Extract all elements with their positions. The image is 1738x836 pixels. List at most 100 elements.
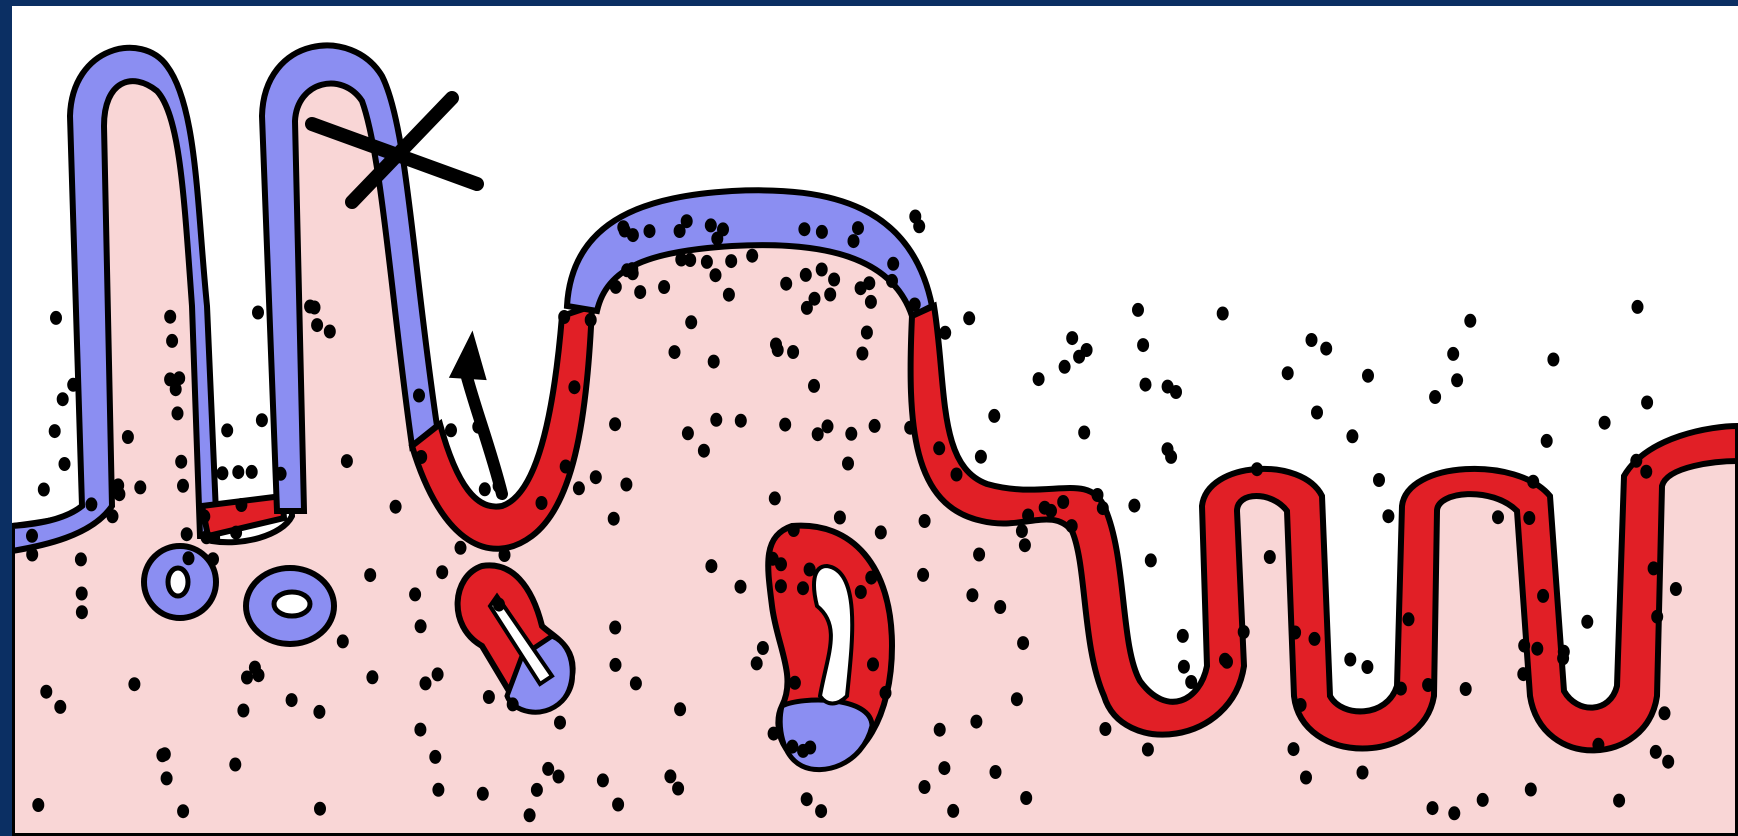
nucleus-dot: [672, 782, 684, 796]
nucleus-dot: [1362, 369, 1374, 383]
nucleus-dot: [1346, 429, 1358, 443]
nucleus-dot: [1142, 743, 1154, 757]
nucleus-dot: [775, 579, 787, 593]
nucleus-dot: [824, 288, 836, 302]
nucleus-dot: [1033, 372, 1045, 386]
nucleus-dot: [1429, 390, 1441, 404]
nucleus-dot: [499, 548, 511, 562]
nucleus-dot: [1011, 692, 1023, 706]
nucleus-dot: [809, 292, 821, 306]
nucleus-dot: [1357, 766, 1369, 780]
nucleus-dot: [1518, 639, 1530, 653]
nucleus-dot: [951, 468, 963, 482]
nucleus-dot: [1288, 742, 1300, 756]
nucleus-dot: [568, 380, 580, 394]
nucleus-dot: [933, 441, 945, 455]
nucleus-dot: [698, 444, 710, 458]
nucleus-dot: [85, 497, 97, 511]
nucleus-dot: [1078, 426, 1090, 440]
nucleus-dot: [855, 281, 867, 295]
nucleus-dot: [1289, 626, 1301, 640]
nucleus-dot: [75, 552, 87, 566]
nucleus-dot: [1320, 342, 1332, 356]
nucleus-dot: [366, 670, 378, 684]
nucleus-dot: [1066, 519, 1078, 533]
nucleus-dot: [789, 676, 801, 690]
nucleus-dot: [1165, 450, 1177, 464]
nucleus-dot: [249, 661, 261, 675]
nucleus-dot: [483, 690, 495, 704]
nucleus-dot: [1066, 331, 1078, 345]
nucleus-dot: [590, 470, 602, 484]
nucleus-dot: [909, 298, 921, 312]
nucleus-dot: [886, 274, 898, 288]
nucleus-dot: [455, 541, 467, 555]
histology-diagram: [12, 6, 1738, 836]
nucleus-dot: [1422, 678, 1434, 692]
nucleus-dot: [1630, 454, 1642, 468]
nucleus-dot: [177, 479, 189, 493]
nucleus-dot: [337, 634, 349, 648]
nucleus-dot: [735, 580, 747, 594]
nucleus-dot: [816, 263, 828, 277]
nucleus-dot: [1395, 682, 1407, 696]
nucleus-dot: [682, 426, 694, 440]
nucleus-dot: [797, 581, 809, 595]
nucleus-dot: [1650, 745, 1662, 759]
nucleus-dot: [286, 693, 298, 707]
nucleus-dot: [675, 253, 687, 267]
nucleus-dot: [779, 418, 791, 432]
nucleus-dot: [38, 483, 50, 497]
nucleus-dot: [1659, 706, 1671, 720]
nucleus-dot: [609, 417, 621, 431]
nucleus-dot: [493, 598, 505, 612]
nucleus-dot: [1300, 771, 1312, 785]
nucleus-dot: [112, 478, 124, 492]
nucleus-dot: [710, 268, 722, 282]
nucleus-dot: [1525, 783, 1537, 797]
nucleus-dot: [1073, 350, 1085, 364]
nucleus-dot: [855, 585, 867, 599]
nucleus-dot: [1251, 462, 1263, 476]
nucleus-dot: [786, 740, 798, 754]
nucleus-dot: [341, 454, 353, 468]
nucleus-dot: [1057, 495, 1069, 509]
nucleus-dot: [1020, 791, 1032, 805]
nucleus-dot: [934, 723, 946, 737]
nucleus-dot: [524, 808, 536, 822]
nucleus-dot: [493, 479, 505, 493]
nucleus-dot: [970, 715, 982, 729]
nucleus-dot: [1403, 612, 1415, 626]
nucleus-dot: [834, 511, 846, 525]
blue-gland-1: [144, 546, 216, 618]
nucleus-dot: [705, 559, 717, 573]
nucleus-dot: [1295, 698, 1307, 712]
nucleus-dot: [1128, 499, 1140, 513]
nucleus-dot: [230, 526, 242, 540]
nucleus-dot: [669, 345, 681, 359]
nucleus-dot: [1477, 793, 1489, 807]
nucleus-dot: [852, 221, 864, 235]
nucleus-dot: [822, 419, 834, 433]
nucleus-dot: [134, 480, 146, 494]
nucleus-dot: [585, 313, 597, 327]
nucleus-dot: [54, 700, 66, 714]
nucleus-dot: [1099, 722, 1111, 736]
nucleus-dot: [705, 218, 717, 232]
nucleus-dot: [815, 804, 827, 818]
nucleus-dot: [314, 802, 326, 816]
nucleus-dot: [828, 273, 840, 287]
nucleus-dot: [1599, 416, 1611, 430]
nucleus-dot: [612, 798, 624, 812]
nucleus-dot: [172, 406, 184, 420]
nucleus-dot: [164, 372, 176, 386]
nucleus-dot: [751, 656, 763, 670]
nucleus-dot: [1651, 610, 1663, 624]
nucleus-dot: [1145, 553, 1157, 567]
nucleus-dot: [1092, 488, 1104, 502]
nucleus-dot: [865, 571, 877, 585]
nucleus-dot: [1537, 589, 1549, 603]
nucleus-dot: [1662, 755, 1674, 769]
nucleus-dot: [1373, 473, 1385, 487]
